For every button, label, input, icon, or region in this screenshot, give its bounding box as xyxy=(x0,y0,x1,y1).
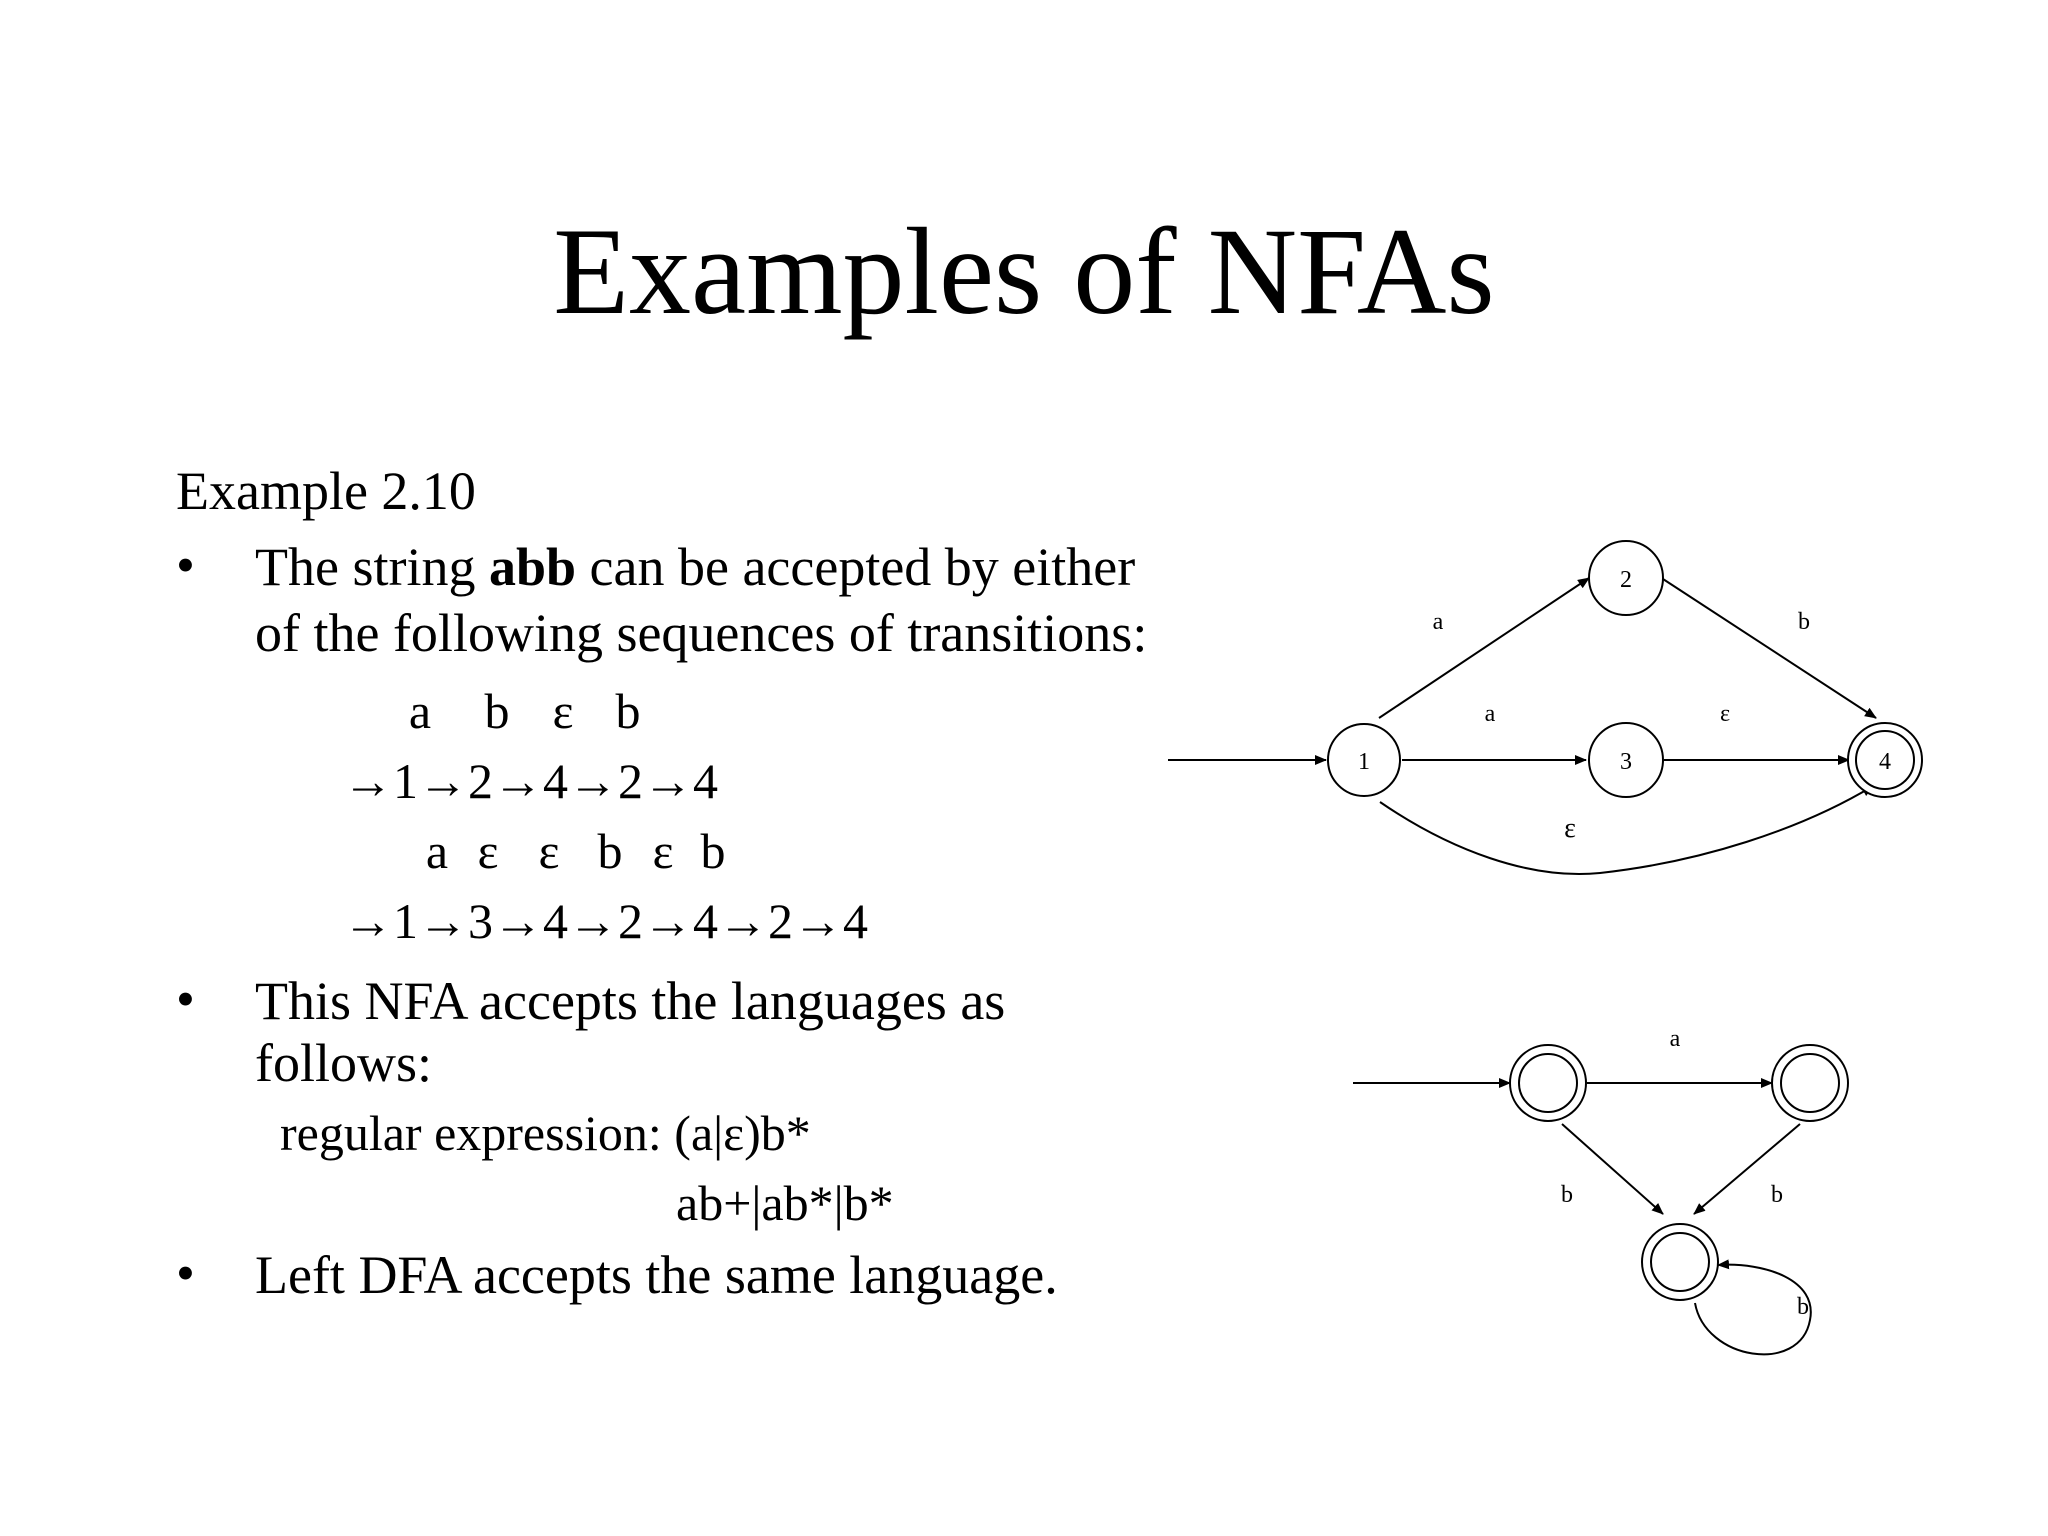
dfa-state-b-inner xyxy=(1650,1232,1710,1292)
dfa-state-a-inner xyxy=(1780,1053,1840,1113)
dfa-labels: a b b b xyxy=(1561,1026,1809,1320)
bullet2-line2: follows: xyxy=(255,1033,433,1093)
dfa-edge-b-right xyxy=(1693,1123,1801,1215)
seq2-label: b xyxy=(700,823,726,879)
seq2-label: ε xyxy=(538,823,560,879)
nfa-state-label: 2 xyxy=(1620,567,1632,593)
nfa-edge-1-2 xyxy=(1378,577,1590,719)
seq2-label: a xyxy=(425,823,449,879)
nfa-state-label: 4 xyxy=(1879,749,1891,775)
example-label: Example 2.10 xyxy=(176,461,476,521)
nfa-state-2 xyxy=(1588,540,1664,616)
nfa-state-4-inner xyxy=(1855,730,1915,790)
bullet1-text-a: The string xyxy=(255,537,489,597)
seq2-label: b xyxy=(597,823,623,879)
nfa-edge-1-4 xyxy=(1379,785,1874,875)
dfa-edge-label: a xyxy=(1670,1026,1681,1052)
bullet2-line1: This NFA accepts the languages as xyxy=(255,971,1006,1031)
seq2-path: →1→3→4→2→4→2→4 xyxy=(343,893,868,949)
bullet-marker: • xyxy=(176,1243,195,1303)
slide-title: Examples of NFAs xyxy=(553,203,1495,340)
bullet1-line1: The string abb can be accepted by either xyxy=(255,540,1135,594)
bullet1-line2: of the following sequences of transition… xyxy=(255,603,1148,663)
bullet3-text: Left DFA accepts the same language. xyxy=(255,1245,1058,1305)
dfa-edge-label: b xyxy=(1797,1294,1809,1320)
seq2-label: ε xyxy=(652,823,674,879)
seq1-path: →1→2→4→2→4 xyxy=(343,753,718,809)
nfa-state-label: 3 xyxy=(1620,749,1632,775)
dfa-self-loop xyxy=(1694,1259,1812,1356)
nfa-diagram xyxy=(1168,540,1923,875)
nfa-state-3 xyxy=(1588,722,1664,798)
seq1-label: b xyxy=(484,683,510,739)
seq1-label: ε xyxy=(552,683,574,739)
nfa-edge-label: a xyxy=(1485,701,1496,727)
seq1-label: a xyxy=(408,683,432,739)
regex-alt-line: ab+|ab*|b* xyxy=(676,1175,894,1231)
dfa-edge-b-left xyxy=(1561,1123,1664,1215)
bullet1-bold-string: abb xyxy=(488,537,577,597)
nfa-edge-label: b xyxy=(1798,609,1810,635)
nfa-edge-label: ε xyxy=(1564,813,1576,844)
nfa-edge-label: ε xyxy=(1720,701,1730,727)
bullet1-text-b: can be accepted by either xyxy=(576,537,1136,597)
dfa-diagram xyxy=(1353,1044,1849,1356)
bullet-marker: • xyxy=(176,535,195,595)
nfa-labels: 1 2 3 4 a b a ε ε xyxy=(1358,567,1891,844)
nfa-edge-2-4 xyxy=(1662,578,1877,719)
nfa-state-1 xyxy=(1327,723,1401,797)
seq2-label: ε xyxy=(477,823,499,879)
seq1-label: b xyxy=(615,683,641,739)
dfa-edge-label: b xyxy=(1771,1182,1783,1208)
nfa-state-label: 1 xyxy=(1358,749,1370,775)
bullet-marker: • xyxy=(176,969,195,1029)
dfa-edge-label: b xyxy=(1561,1182,1573,1208)
nfa-edge-label: a xyxy=(1433,609,1444,635)
dfa-state-start-inner xyxy=(1518,1053,1578,1113)
regex-line: regular expression: (a|ε)b* xyxy=(280,1105,811,1161)
